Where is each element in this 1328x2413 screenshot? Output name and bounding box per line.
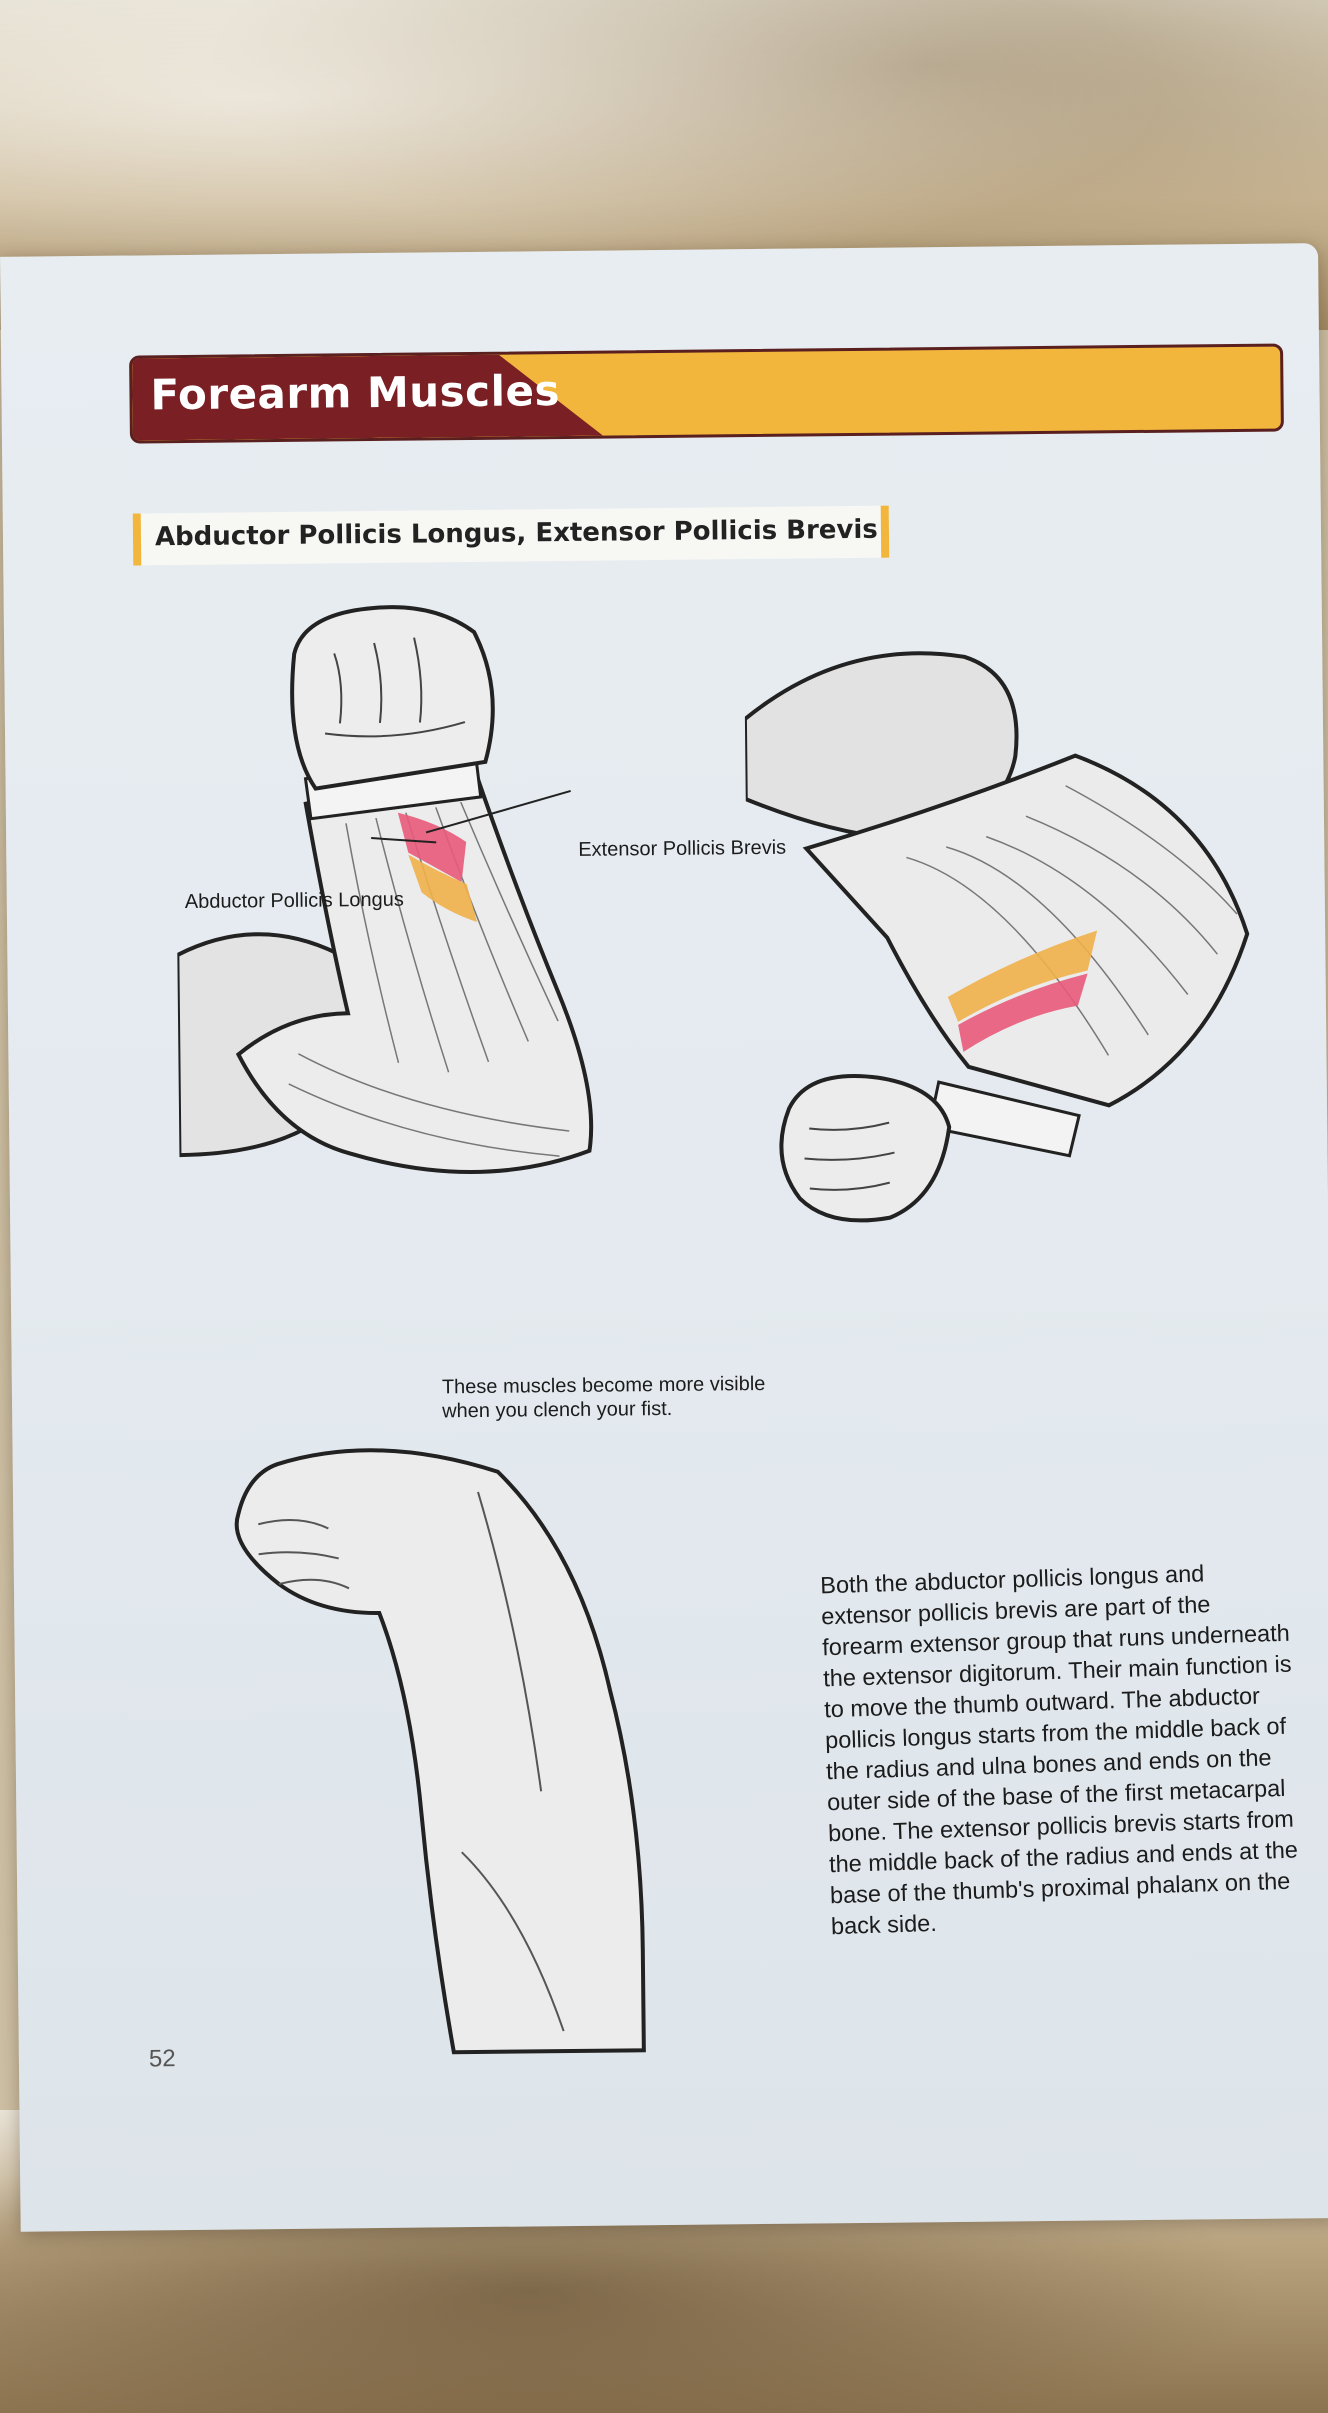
figure-caption: These muscles become more visible when y… [441,1372,766,1423]
section-title: Forearm Muscles [150,366,561,420]
flexed-arm-extensor-highlight [958,973,1088,1052]
flexed-arm-abductor-highlight [947,930,1098,1022]
illustration-flexed-arm [744,651,1250,1223]
illustration-clenched-fist [234,1448,646,2055]
illustration-raised-forearm [175,605,594,1174]
subsection-title: Abductor Pollicis Longus, Extensor Polli… [154,514,878,553]
page-number: 52 [148,2045,176,2073]
body-paragraph: Both the abductor pollicis longus and ex… [819,1560,1299,1940]
abductor-pollicis-longus-highlight [408,854,478,922]
book-page: Forearm Muscles Abductor Pollicis Longus… [0,243,1328,2232]
section-header-bar: Forearm Muscles [129,343,1284,444]
label-abductor-pollicis-longus: Abductor Pollicis Longus [184,888,404,914]
extensor-pollicis-brevis-highlight [397,812,467,883]
subsection-heading: Abductor Pollicis Longus, Extensor Polli… [132,505,890,566]
